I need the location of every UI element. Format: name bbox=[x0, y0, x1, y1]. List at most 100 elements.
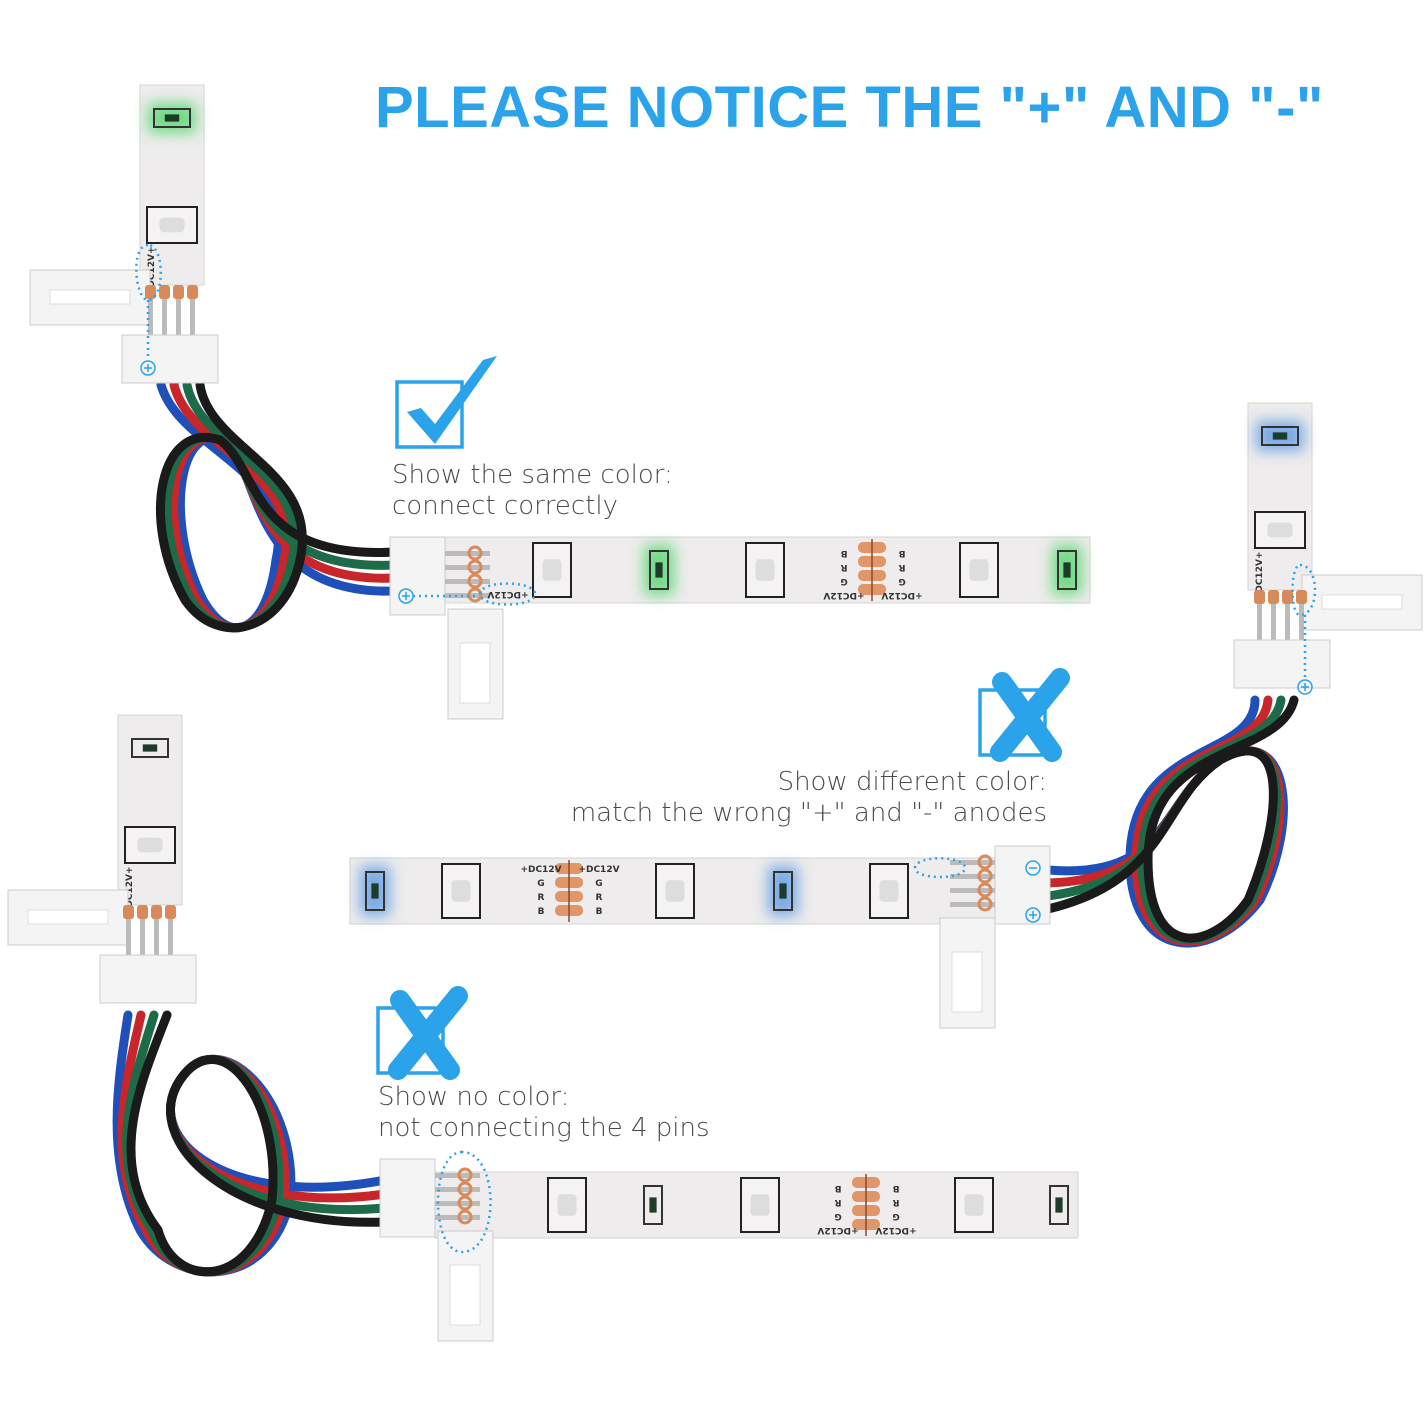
solder-pad bbox=[1254, 590, 1265, 604]
solder-pad bbox=[467, 545, 483, 561]
solder-pad bbox=[187, 285, 198, 299]
solder-pad bbox=[123, 905, 134, 919]
solder-pad bbox=[977, 868, 993, 884]
pad-label: +DC12V bbox=[817, 1225, 858, 1235]
caption-correct: Show the same color: connect correctly bbox=[392, 460, 673, 522]
caption-line: Show the same color: bbox=[392, 460, 673, 490]
caption-different-color: Show different color: match the wrong "+… bbox=[571, 767, 1047, 829]
solder-pad bbox=[151, 905, 162, 919]
pad-label: G bbox=[892, 1211, 899, 1221]
connector-pin bbox=[445, 579, 490, 584]
resistor bbox=[148, 103, 196, 133]
cross-icon bbox=[978, 668, 1070, 762]
solder-pad bbox=[457, 1209, 473, 1225]
pad-label: B bbox=[834, 1183, 841, 1193]
led-chip bbox=[146, 206, 198, 244]
strip-connector bbox=[7, 889, 197, 1004]
led-strip-vertical: DC12V+ bbox=[1247, 402, 1313, 593]
pad-label: R bbox=[840, 562, 847, 572]
connector-pin bbox=[176, 299, 181, 349]
rgb-wire-bundle bbox=[156, 380, 400, 633]
connector-pin bbox=[435, 1187, 480, 1192]
connector-pin bbox=[168, 919, 173, 969]
led-chip bbox=[1254, 511, 1306, 549]
connector-pin bbox=[435, 1173, 480, 1178]
pad-label: DC12V+ bbox=[147, 246, 157, 287]
caption-line: Show no color: bbox=[378, 1082, 570, 1112]
connector-pin bbox=[1257, 604, 1262, 654]
strip-connector bbox=[939, 845, 1051, 1029]
pad-label: G bbox=[898, 576, 905, 586]
solder-pad bbox=[457, 1181, 473, 1197]
led-chip bbox=[547, 1177, 587, 1233]
resistor bbox=[360, 866, 390, 916]
cross-icon bbox=[376, 986, 468, 1080]
caption-no-color: Show no color: not connecting the 4 pins bbox=[378, 1082, 710, 1144]
page-title: PLEASE NOTICE THE "+" AND "-" bbox=[375, 75, 1324, 140]
resistor bbox=[768, 866, 798, 916]
pad-label: G bbox=[840, 576, 847, 586]
solder-pad bbox=[145, 285, 156, 299]
pad-label: B bbox=[538, 907, 545, 917]
connector-pin bbox=[1299, 604, 1304, 654]
plus-icon bbox=[140, 360, 156, 376]
wire bbox=[1043, 695, 1299, 943]
connector-pin bbox=[140, 919, 145, 969]
highlight-dotted-line bbox=[135, 243, 162, 360]
plus-icon bbox=[1025, 907, 1041, 923]
connector-pin bbox=[154, 919, 159, 969]
solder-pad bbox=[467, 573, 483, 589]
highlight-dotted-line bbox=[436, 1150, 492, 1254]
strip-connector bbox=[389, 536, 504, 720]
resistor bbox=[644, 545, 674, 595]
pad-label: B bbox=[596, 907, 603, 917]
solder-pad bbox=[977, 896, 993, 912]
pad-label: G bbox=[595, 879, 602, 889]
connector-pin bbox=[950, 888, 995, 893]
pad-label: DC12V+ bbox=[1255, 551, 1265, 592]
resistor bbox=[131, 738, 169, 758]
connector-pin bbox=[950, 860, 995, 865]
pad-label: +DC12V bbox=[487, 589, 528, 599]
rgb-wire-bundle bbox=[1043, 695, 1299, 948]
connector-pin bbox=[1271, 604, 1276, 654]
solder-pad bbox=[457, 1167, 473, 1183]
check-mark bbox=[407, 356, 497, 444]
connector-pin bbox=[162, 299, 167, 349]
led-chip bbox=[740, 1177, 780, 1233]
caption-line: connect correctly bbox=[392, 491, 619, 521]
connector-pin bbox=[435, 1201, 480, 1206]
connector-pin bbox=[190, 299, 195, 349]
pad-label: +DC12V bbox=[881, 590, 922, 600]
connector-pin bbox=[950, 902, 995, 907]
solder-pad bbox=[173, 285, 184, 299]
solder-pad bbox=[977, 882, 993, 898]
pad-label: B bbox=[892, 1183, 899, 1193]
pad-label: +DC12V bbox=[875, 1225, 916, 1235]
check-icon bbox=[395, 356, 497, 449]
pad-label: B bbox=[898, 548, 905, 558]
connector-pin bbox=[445, 551, 490, 556]
pad-label: B bbox=[840, 548, 847, 558]
solder-pad bbox=[977, 854, 993, 870]
led-chip bbox=[959, 542, 999, 598]
strip-connector bbox=[379, 1158, 494, 1342]
wire bbox=[126, 1010, 390, 1277]
caption-line: match the wrong "+" and "-" anodes bbox=[570, 798, 1047, 828]
highlight-dotted-line bbox=[1291, 563, 1317, 680]
strip-connector bbox=[1233, 574, 1423, 689]
solder-pad bbox=[1296, 590, 1307, 604]
led-chip bbox=[954, 1177, 994, 1233]
solder-pad bbox=[165, 905, 176, 919]
solder-pad bbox=[467, 559, 483, 575]
highlight-dotted-line bbox=[412, 582, 537, 606]
resistor bbox=[1052, 545, 1082, 595]
minus-icon bbox=[1025, 860, 1041, 876]
solder-pad bbox=[159, 285, 170, 299]
rgb-wire-bundle bbox=[112, 1010, 390, 1277]
led-chip bbox=[124, 826, 176, 864]
solder-pad bbox=[1282, 590, 1293, 604]
